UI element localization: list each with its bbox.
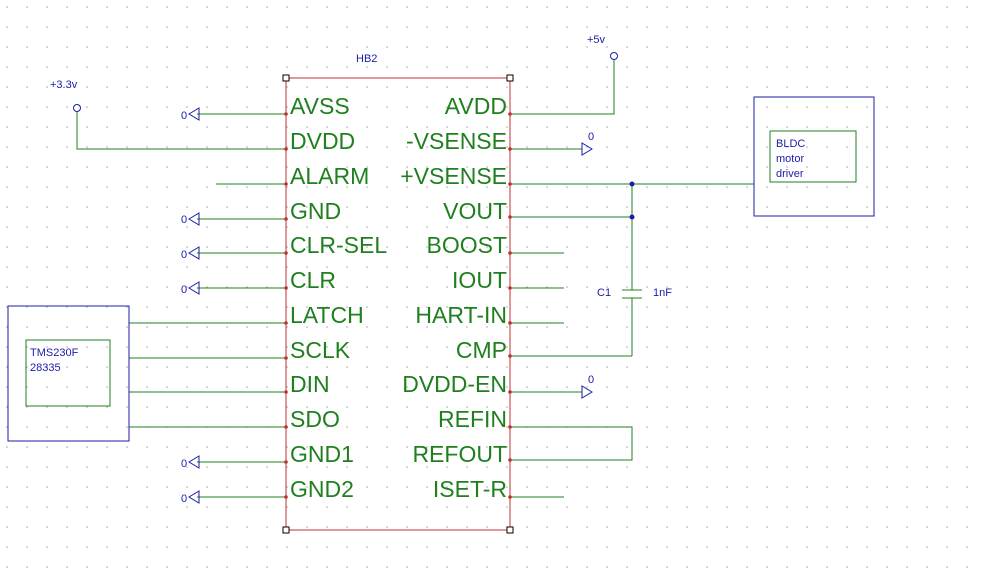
mcu-label-line: TMS230F bbox=[30, 347, 79, 359]
pin-label-right: DVDD-EN bbox=[402, 371, 507, 397]
pin-label-left: DVDD bbox=[290, 128, 355, 154]
ground-icon bbox=[188, 281, 200, 295]
power-label-5v: +5v bbox=[587, 34, 606, 46]
ground-label: 0 bbox=[588, 374, 594, 386]
bldc-driver-block[interactable]: BLDC motor driver bbox=[753, 96, 875, 217]
pin-label-right: BOOST bbox=[426, 232, 507, 258]
bldc-label-line: BLDC bbox=[776, 138, 805, 150]
ground-icon bbox=[188, 455, 200, 469]
chip-outline bbox=[285, 77, 511, 531]
ground-label: 0 bbox=[181, 458, 187, 470]
power-label-3v3: +3.3v bbox=[50, 79, 78, 91]
bldc-label-line: motor bbox=[776, 153, 804, 165]
left-pin-list: AVSS DVDD ALARM GND CLR-SEL CLR LATCH SC… bbox=[290, 93, 387, 502]
ground-label: 0 bbox=[588, 131, 594, 143]
ground-label: 0 bbox=[181, 214, 187, 226]
ground-symbols-right bbox=[581, 142, 593, 399]
pin-label-right: HART-IN bbox=[415, 302, 507, 328]
ground-icon bbox=[188, 246, 200, 260]
pin-label-right: VOUT bbox=[443, 198, 507, 224]
chip-hb2[interactable]: HB2 bbox=[282, 53, 514, 534]
chip-handle[interactable] bbox=[282, 74, 290, 82]
pin-label-left: ALARM bbox=[290, 163, 369, 189]
pin-label-left: LATCH bbox=[290, 302, 364, 328]
ground-symbols-left bbox=[188, 107, 200, 504]
chip-handle[interactable] bbox=[506, 526, 514, 534]
bldc-inner-box bbox=[769, 130, 857, 183]
mcu-inner-box bbox=[25, 339, 111, 407]
pin-label-right: REFOUT bbox=[412, 441, 507, 467]
capacitor-designator: C1 bbox=[597, 287, 611, 299]
capacitor-value: 1nF bbox=[653, 287, 672, 299]
ground-labels-left: 0 0 0 0 0 0 bbox=[181, 110, 187, 505]
ground-label: 0 bbox=[181, 493, 187, 505]
ground-icon bbox=[581, 385, 593, 399]
pin-label-right: CMP bbox=[456, 337, 507, 363]
ground-icon bbox=[188, 107, 200, 121]
wire[interactable] bbox=[510, 426, 633, 461]
pin-dots bbox=[284, 112, 512, 499]
pin-label-left: GND1 bbox=[290, 441, 354, 467]
bldc-label-line: driver bbox=[776, 168, 804, 180]
wire[interactable] bbox=[510, 60, 615, 115]
pin-label-right: AVDD bbox=[445, 93, 507, 119]
ground-label: 0 bbox=[181, 249, 187, 261]
pin-label-right: IOUT bbox=[452, 267, 507, 293]
right-pin-list: AVDD -VSENSE +VSENSE VOUT BOOST IOUT HAR… bbox=[400, 93, 507, 502]
ground-label: 0 bbox=[181, 284, 187, 296]
power-terminal-icon[interactable] bbox=[610, 52, 618, 60]
pin-label-right: REFIN bbox=[438, 406, 507, 432]
pin-label-left: CLR bbox=[290, 267, 336, 293]
mcu-block[interactable]: TMS230F 28335 bbox=[7, 305, 130, 442]
pin-label-left: SCLK bbox=[290, 337, 351, 363]
pin-label-left: AVSS bbox=[290, 93, 350, 119]
chip-handle[interactable] bbox=[506, 74, 514, 82]
pin-label-left: GND bbox=[290, 198, 341, 224]
ground-label: 0 bbox=[181, 110, 187, 122]
pin-label-right: -VSENSE bbox=[406, 128, 507, 154]
junction-dot bbox=[629, 214, 635, 220]
chip-designator: HB2 bbox=[356, 53, 377, 65]
wire[interactable] bbox=[76, 112, 286, 150]
ground-icon bbox=[188, 490, 200, 504]
pin-label-left: CLR-SEL bbox=[290, 232, 387, 258]
ground-icon bbox=[581, 142, 593, 156]
chip-handle[interactable] bbox=[282, 526, 290, 534]
pin-label-right: ISET-R bbox=[433, 476, 507, 502]
power-terminal-icon[interactable] bbox=[73, 104, 81, 112]
wire-layer bbox=[76, 60, 754, 498]
ground-icon bbox=[188, 212, 200, 226]
pin-label-left: SDO bbox=[290, 406, 340, 432]
pin-label-right: +VSENSE bbox=[400, 163, 507, 189]
pin-label-left: DIN bbox=[290, 371, 330, 397]
bldc-outer-box bbox=[753, 96, 875, 217]
pin-label-left: GND2 bbox=[290, 476, 354, 502]
mcu-outer-box bbox=[7, 305, 130, 442]
mcu-label-line: 28335 bbox=[30, 362, 61, 374]
junction-dot bbox=[629, 181, 635, 187]
